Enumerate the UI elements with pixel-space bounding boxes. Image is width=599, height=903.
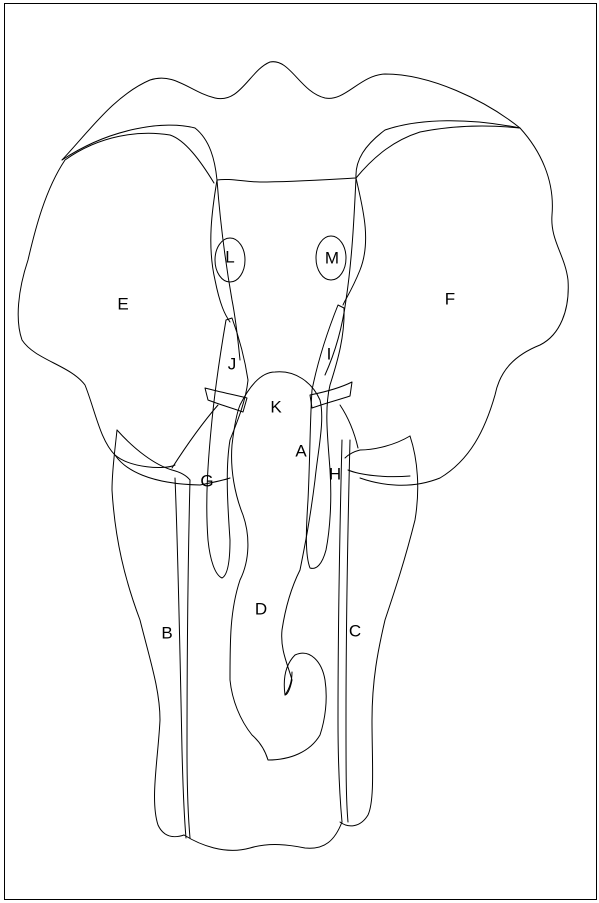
label-g: G [200,471,213,490]
label-d: D [255,599,267,618]
label-e: E [117,294,128,313]
label-k: K [270,397,282,416]
label-l: L [225,247,234,266]
label-f: F [445,289,455,308]
label-m: M [325,248,339,267]
label-c: C [349,621,361,640]
label-b: B [161,623,172,642]
label-i: I [327,344,332,363]
label-a: A [295,441,307,460]
label-h: H [329,464,341,483]
label-j: J [228,354,237,373]
